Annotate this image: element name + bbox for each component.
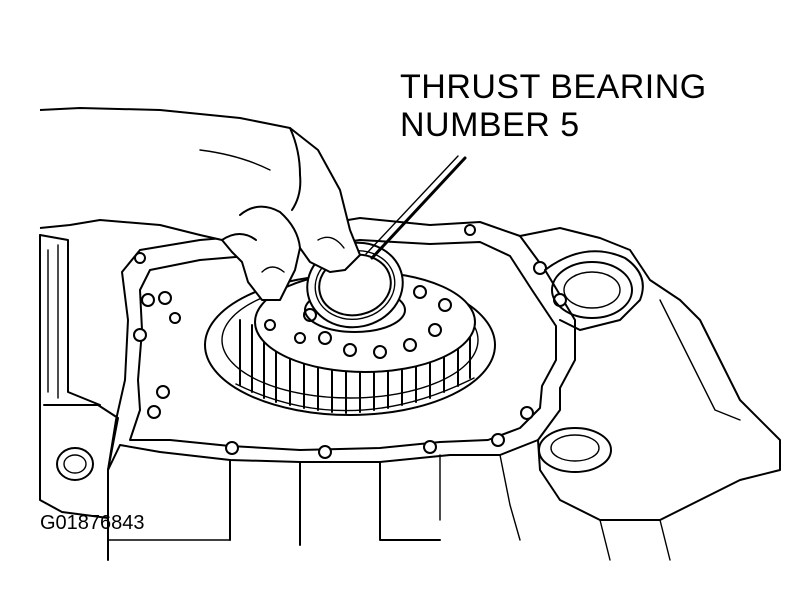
left-housing-block <box>39 234 119 519</box>
callout-label: THRUST BEARING NUMBER 5 <box>400 68 707 144</box>
hand-illustration <box>39 107 361 301</box>
callout-line-2: NUMBER 5 <box>400 106 580 144</box>
case-flange <box>107 217 576 471</box>
leader-line <box>370 156 467 260</box>
callout-line-1: THRUST BEARING <box>400 68 707 106</box>
figure-id: G01876843 <box>40 512 145 534</box>
case-bottom <box>107 459 441 561</box>
right-housing <box>439 227 781 561</box>
